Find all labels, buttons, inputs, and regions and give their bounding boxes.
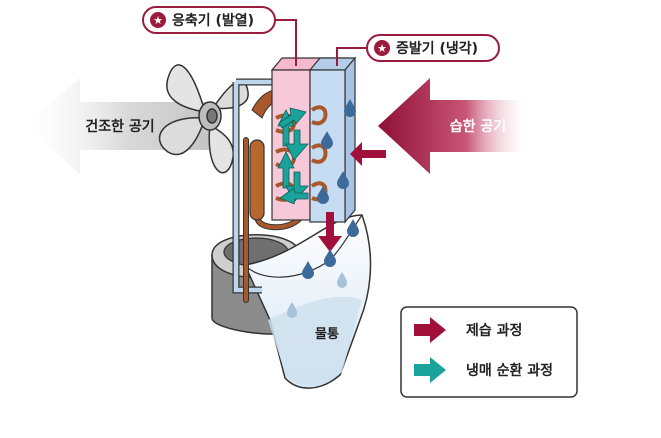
copper-pipes xyxy=(243,89,303,303)
legend-label-dehumidify: 제습 과정 xyxy=(466,322,522,339)
legend-item-refrigerant: 냉매 순환 과정 xyxy=(414,357,553,383)
water-tank-label: 물통 xyxy=(315,327,339,342)
condenser-label: ★ 응축기 (발열) xyxy=(142,6,297,66)
legend-item-dehumidify: 제습 과정 xyxy=(414,317,522,343)
star-badge-icon: ★ xyxy=(150,12,166,28)
humid-air-label: 습한 공기 xyxy=(450,119,506,135)
refrigerant-pipe-frame xyxy=(232,78,272,294)
evaporator-label: ★ 증발기 (냉각) xyxy=(336,34,500,66)
dehumidify-arrow-icon xyxy=(414,317,446,343)
humid-air-arrow xyxy=(378,78,525,174)
svg-text:★: ★ xyxy=(153,14,163,27)
dry-air-label: 건조한 공기 xyxy=(85,118,154,135)
water-tank: 물통 xyxy=(243,214,372,389)
star-badge-icon: ★ xyxy=(374,40,390,56)
refrigerant-arrows xyxy=(277,107,309,205)
evaporator-unit xyxy=(308,56,357,224)
condenser-label-text: 응축기 (발열) xyxy=(172,12,254,29)
refrigerant-arrow-icon xyxy=(414,357,446,383)
evaporator-label-text: 증발기 (냉각) xyxy=(396,40,478,57)
legend: 제습 과정 냉매 순환 과정 xyxy=(400,306,578,398)
svg-text:★: ★ xyxy=(377,42,387,55)
dehumidify-arrows xyxy=(318,142,386,252)
legend-label-refrigerant: 냉매 순환 과정 xyxy=(466,362,553,379)
humid-air-flow: 습한 공기 xyxy=(378,78,525,174)
